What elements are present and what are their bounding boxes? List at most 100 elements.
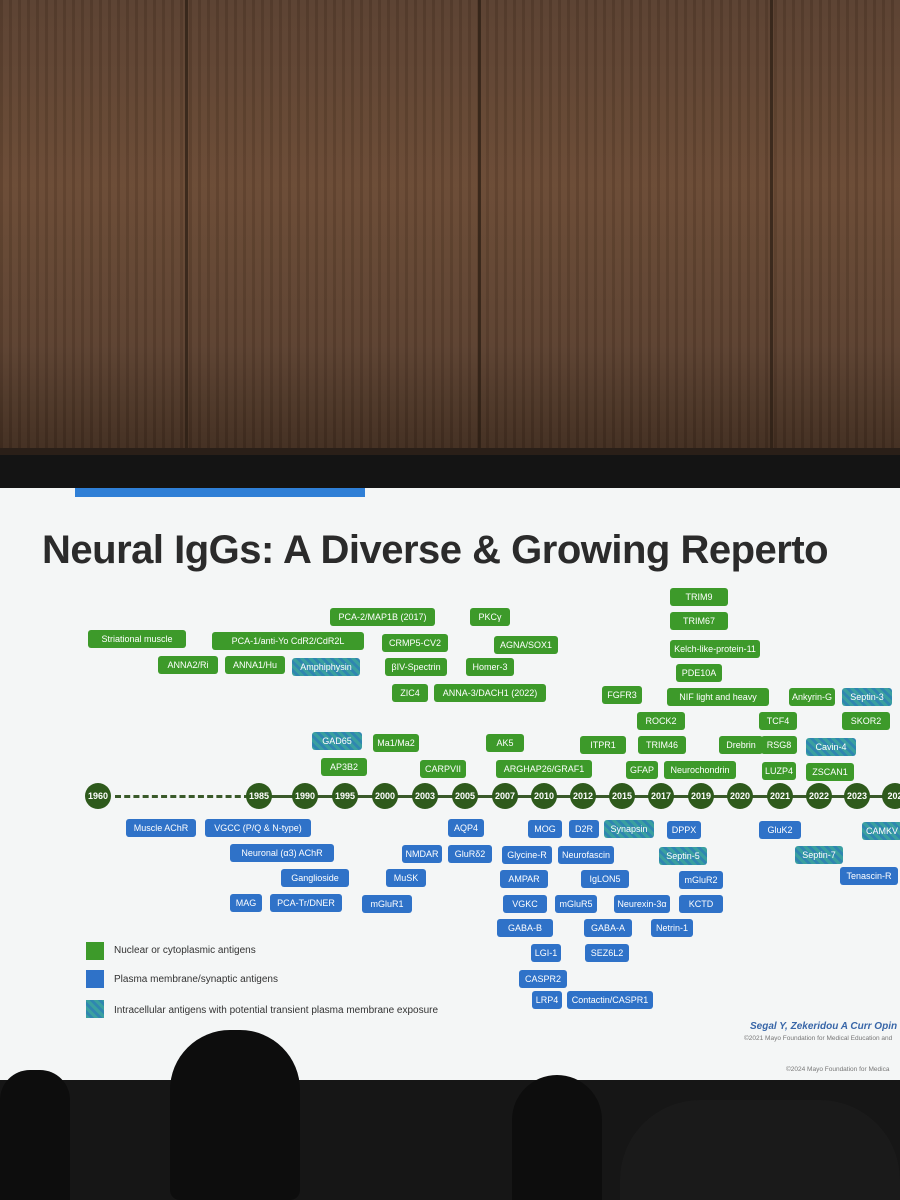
antigen-chip: PDE10A — [676, 664, 722, 682]
antigen-chip: ARGHAP26/GRAF1 — [496, 760, 592, 778]
antigen-chip: Tenascin-R — [840, 867, 898, 885]
copyright-line: ©2021 Mayo Foundation for Medical Educat… — [744, 1035, 893, 1042]
antigen-chip: Striational muscle — [88, 630, 186, 648]
antigen-chip: TRIM9 — [670, 588, 728, 606]
citation: Segal Y, Zekeridou A Curr Opin N — [750, 1021, 900, 1032]
antigen-chip: CARPVII — [420, 760, 466, 778]
legend-label: Nuclear or cytoplasmic antigens — [114, 945, 256, 956]
antigen-chip: VGKC — [503, 895, 547, 913]
legend-swatch-nuclear — [86, 942, 104, 960]
antigen-chip: DPPX — [667, 821, 701, 839]
antigen-chip: AMPAR — [500, 870, 548, 888]
antigen-chip: PCA-2/MAP1B (2017) — [330, 608, 435, 626]
wall-seam — [770, 0, 773, 462]
antigen-chip-transient: Amphiphysin — [292, 658, 360, 676]
antigen-chip-transient: Synapsin — [604, 820, 654, 838]
antigen-chip: ZSCAN1 — [806, 763, 854, 781]
year-marker: 2005 — [452, 783, 478, 809]
slide-accent-bar — [75, 488, 365, 497]
antigen-chip: FGFR3 — [602, 686, 642, 704]
projected-slide: Neural IgGs: A Diverse & Growing Reperto… — [0, 488, 900, 1080]
copyright-line: ©2024 Mayo Foundation for Medica — [786, 1066, 890, 1073]
antigen-chip: D2R — [569, 820, 599, 838]
antigen-chip: MAG — [230, 894, 262, 912]
antigen-chip: AQP4 — [448, 819, 484, 837]
antigen-chip: LUZP4 — [762, 762, 796, 780]
year-marker: 1995 — [332, 783, 358, 809]
year-marker: 2015 — [609, 783, 635, 809]
antigen-chip: KCTD — [679, 895, 723, 913]
year-marker: 2017 — [648, 783, 674, 809]
legend-label: Plasma membrane/synaptic antigens — [114, 974, 278, 985]
antigen-chip: Neurochondrin — [664, 761, 736, 779]
antigen-chip: GABA-A — [584, 919, 632, 937]
antigen-chip: SEZ6L2 — [585, 944, 629, 962]
audience-head — [512, 1075, 602, 1200]
year-marker: 202 — [882, 783, 900, 809]
year-marker: 1990 — [292, 783, 318, 809]
year-marker: 1960 — [85, 783, 111, 809]
antigen-chip: mGluR1 — [362, 895, 412, 913]
screen-frame — [0, 455, 900, 490]
antigen-chip: Netrin-1 — [651, 919, 693, 937]
year-marker: 2012 — [570, 783, 596, 809]
antigen-chip: ITPR1 — [580, 736, 626, 754]
antigen-chip: AGNA/SOX1 — [494, 636, 558, 654]
year-marker: 2003 — [412, 783, 438, 809]
antigen-chip: mGluR5 — [555, 895, 597, 913]
wood-panel-wall — [0, 0, 900, 462]
antigen-chip-transient: CAMKV — [862, 822, 900, 840]
antigen-chip: Ganglioside — [281, 869, 349, 887]
legend-label: Intracellular antigens with potential tr… — [114, 1005, 439, 1016]
antigen-chip: GFAP — [626, 761, 658, 779]
year-marker: 2019 — [688, 783, 714, 809]
antigen-chip: VGCC (P/Q & N-type) — [205, 819, 311, 837]
antigen-chip: NMDAR — [402, 845, 442, 863]
antigen-chip: MOG — [528, 820, 562, 838]
antigen-chip: CRMP5-CV2 — [382, 634, 448, 652]
antigen-chip: ROCK2 — [637, 712, 685, 730]
antigen-chip: GABA-B — [497, 919, 553, 937]
antigen-chip: Homer-3 — [466, 658, 514, 676]
wall-seam — [185, 0, 188, 462]
antigen-chip: LRP4 — [532, 991, 562, 1009]
antigen-chip: IgLON5 — [581, 870, 629, 888]
antigen-chip-transient: GAD65 — [312, 732, 362, 750]
antigen-chip: RSG8 — [761, 736, 797, 754]
year-marker: 2007 — [492, 783, 518, 809]
year-marker: 2021 — [767, 783, 793, 809]
year-marker: 2000 — [372, 783, 398, 809]
antigen-chip: NIF light and heavy — [667, 688, 769, 706]
antigen-chip: LGI-1 — [531, 944, 561, 962]
antigen-chip: TRIM67 — [670, 612, 728, 630]
antigen-chip: ZIC4 — [392, 684, 428, 702]
year-marker: 2023 — [844, 783, 870, 809]
wall-seam — [478, 0, 481, 462]
antigen-chip-transient: Cavin-4 — [806, 738, 856, 756]
antigen-chip: Muscle AChR — [126, 819, 196, 837]
antigen-chip: SKOR2 — [842, 712, 890, 730]
antigen-chip: CASPR2 — [519, 970, 567, 988]
antigen-chip: Neurofascin — [558, 846, 614, 864]
antigen-chip: Contactin/CASPR1 — [567, 991, 653, 1009]
audience-silhouette — [620, 1100, 900, 1200]
antigen-chip: ANNA-3/DACH1 (2022) — [434, 684, 546, 702]
antigen-chip: GluRδ2 — [448, 845, 492, 863]
timeline-dashed-segment — [115, 795, 250, 798]
year-marker: 2020 — [727, 783, 753, 809]
legend-swatch-membrane — [86, 970, 104, 988]
antigen-chip: mGluR2 — [679, 871, 723, 889]
antigen-chip-transient: Septin-5 — [659, 847, 707, 865]
antigen-chip: ANNA1/Hu — [225, 656, 285, 674]
audience-head — [0, 1070, 70, 1200]
antigen-chip: TCF4 — [759, 712, 797, 730]
antigen-chip-transient: Septin-7 — [795, 846, 843, 864]
antigen-chip: MuSK — [386, 869, 426, 887]
antigen-chip: βIV-Spectrin — [385, 658, 447, 676]
antigen-chip: Ma1/Ma2 — [373, 734, 419, 752]
audience-head — [170, 1030, 300, 1200]
antigen-chip: AK5 — [486, 734, 524, 752]
legend-swatch-transient — [86, 1000, 104, 1018]
antigen-chip: Drebrin — [719, 736, 763, 754]
antigen-chip-transient: Septin-3 — [842, 688, 892, 706]
